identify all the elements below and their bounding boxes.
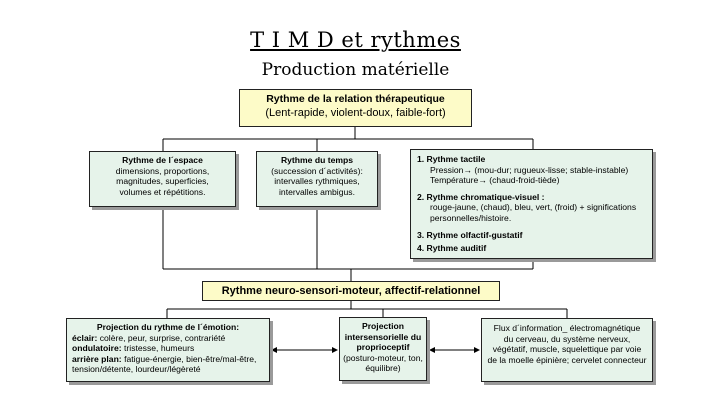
espace-line: volumes et répétitions. [119, 186, 206, 197]
eclair-text: colère, peur, surprise, contrariété [97, 332, 226, 343]
intersensorielle-heading: Projection [361, 321, 405, 331]
projection-last-line: tension/détente, lourdeur/légèreté [72, 364, 201, 375]
flux-line: de la moelle épinière; cervelet connecte… [487, 354, 647, 365]
relation-heading: Rythme de la relation thérapeutique [266, 93, 445, 105]
chromatic-heading: 2. Rythme chromatique-visuel : [417, 191, 545, 202]
espace-line: dimensions, proportions, [115, 165, 210, 176]
temps-box: Rythme du temps (succession d´activités)… [256, 151, 378, 207]
temps-line: (succession d´activités): [271, 165, 363, 176]
espace-box: Rythme de l´espace dimensions, proportio… [89, 151, 236, 207]
intersensorielle-line: équilibre) [365, 363, 401, 374]
intersensorielle-heading: proprioceptif [356, 342, 410, 353]
espace-heading: Rythme de l´espace [122, 155, 203, 165]
tactile-line: Température→ (chaud-froid-tiède) [430, 175, 560, 186]
ondulatoire-label: ondulatoire: [72, 343, 122, 354]
page-subtitle: Production matérielle [261, 60, 450, 80]
intersensorielle-box: Projection intersensorielle du proprioce… [339, 317, 427, 381]
neuro-box: Rythme neuro-sensori-moteur, affectif-re… [202, 281, 500, 301]
temps-line: intervalles ambigus. [279, 186, 355, 197]
flux-box: Flux d´information_ électromagnétique du… [481, 318, 653, 382]
projection-box: Projection du rythme de l´émotion: éclai… [66, 318, 270, 382]
espace-line: magnitudes, superficies, [116, 176, 209, 187]
temps-line: intervalles rythmiques, [274, 176, 360, 187]
tactile-heading: 1. Rythme tactile [417, 154, 486, 164]
tactile-line: Pression→ (mou-dur; rugueux-lisse; stabl… [430, 164, 629, 175]
arriere-label: arrière plan: [72, 353, 122, 364]
multisensory-box: 1. Rythme tactile Pression→ (mou-dur; ru… [410, 149, 653, 259]
temps-heading: Rythme du temps [280, 155, 354, 165]
chromatic-line: rouge-jaune, (chaud), bleu, vert, (froid… [430, 202, 637, 213]
flux-line: du cerveau, du système nerveux, [503, 333, 631, 344]
intersensorielle-line: (posturo-moteur, ton, [343, 352, 423, 363]
projection-heading: Projection du rythme de l´émotion: [96, 322, 240, 332]
intersensorielle-heading: intersensorielle du [344, 331, 422, 342]
auditif-item: 4. Rythme auditif [417, 243, 487, 254]
ondulatoire-text: tristesse, humeurs [121, 343, 195, 354]
eclair-label: éclair: [72, 332, 98, 343]
arriere-text: fatigue-énergie, bien-être/mal-être, [121, 353, 257, 364]
page-title: T I M D et rythmes [250, 28, 461, 52]
flux-line: Flux d´information_ électromagnétique [493, 323, 641, 333]
chromatic-line: personnelles/histoire. [430, 212, 512, 223]
relation-subtext: (Lent-rapide, violent-doux, faible-fort) [265, 107, 446, 119]
olfactif-item: 3. Rythme olfactif-gustatif [417, 229, 523, 240]
flux-line: végétatif, muscle, squelettique par voie [492, 344, 642, 355]
relation-box: Rythme de la relation thérapeutique (Len… [239, 89, 472, 127]
